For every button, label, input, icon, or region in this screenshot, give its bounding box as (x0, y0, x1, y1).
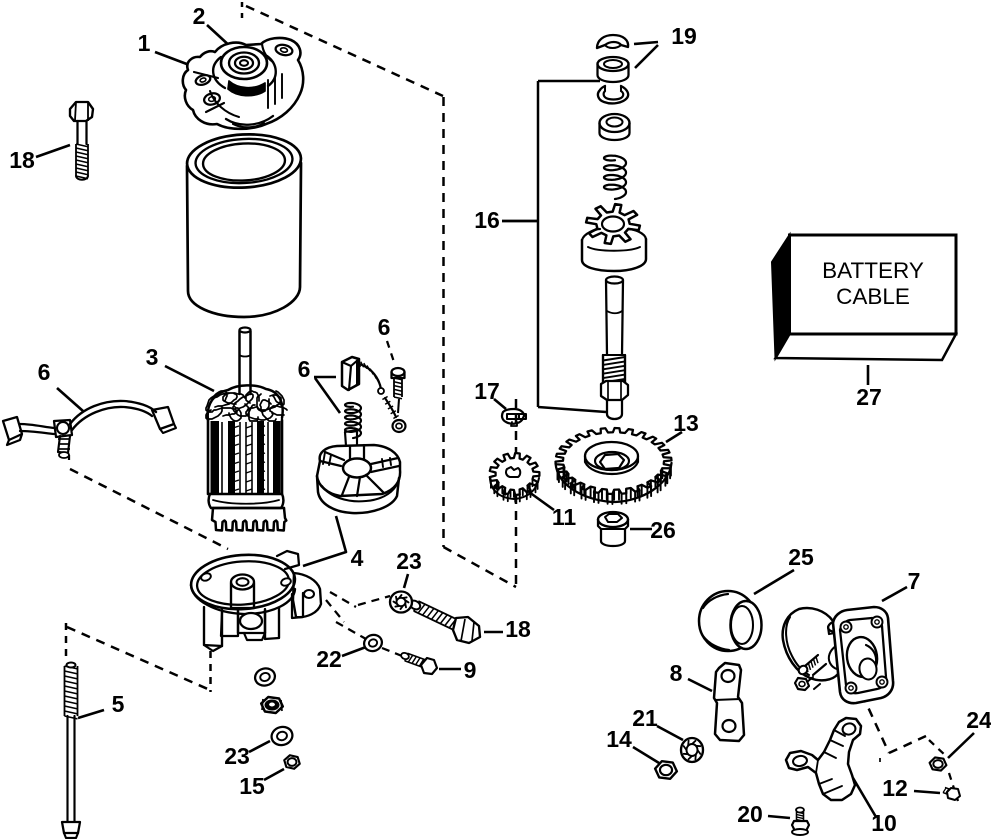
svg-text:24: 24 (966, 707, 991, 733)
svg-text:13: 13 (673, 410, 699, 436)
svg-text:18: 18 (9, 147, 35, 173)
svg-text:6: 6 (38, 359, 51, 385)
svg-text:2: 2 (193, 3, 206, 29)
svg-text:12: 12 (882, 775, 908, 801)
svg-text:8: 8 (670, 660, 683, 686)
svg-text:5: 5 (112, 691, 125, 717)
svg-text:11: 11 (552, 504, 577, 530)
svg-text:7: 7 (908, 568, 921, 594)
svg-text:6: 6 (298, 356, 311, 382)
svg-text:3: 3 (146, 344, 159, 370)
svg-text:1: 1 (138, 30, 151, 56)
svg-text:26: 26 (650, 517, 676, 543)
svg-text:6: 6 (378, 314, 391, 340)
svg-text:4: 4 (351, 545, 364, 571)
svg-text:15: 15 (239, 773, 265, 799)
svg-text:27: 27 (856, 384, 882, 410)
svg-text:23: 23 (396, 548, 422, 574)
svg-text:10: 10 (871, 810, 897, 836)
svg-text:16: 16 (474, 207, 500, 233)
svg-text:BATTERY: BATTERY (822, 258, 924, 283)
svg-text:21: 21 (632, 705, 658, 731)
svg-text:23: 23 (224, 743, 250, 769)
svg-text:14: 14 (606, 726, 632, 752)
svg-text:22: 22 (316, 646, 342, 672)
svg-text:CABLE: CABLE (836, 284, 910, 309)
svg-text:18: 18 (505, 616, 531, 642)
svg-text:20: 20 (737, 801, 763, 827)
svg-text:9: 9 (464, 657, 477, 683)
svg-text:17: 17 (474, 378, 500, 404)
svg-text:19: 19 (671, 23, 697, 49)
svg-text:25: 25 (788, 544, 814, 570)
